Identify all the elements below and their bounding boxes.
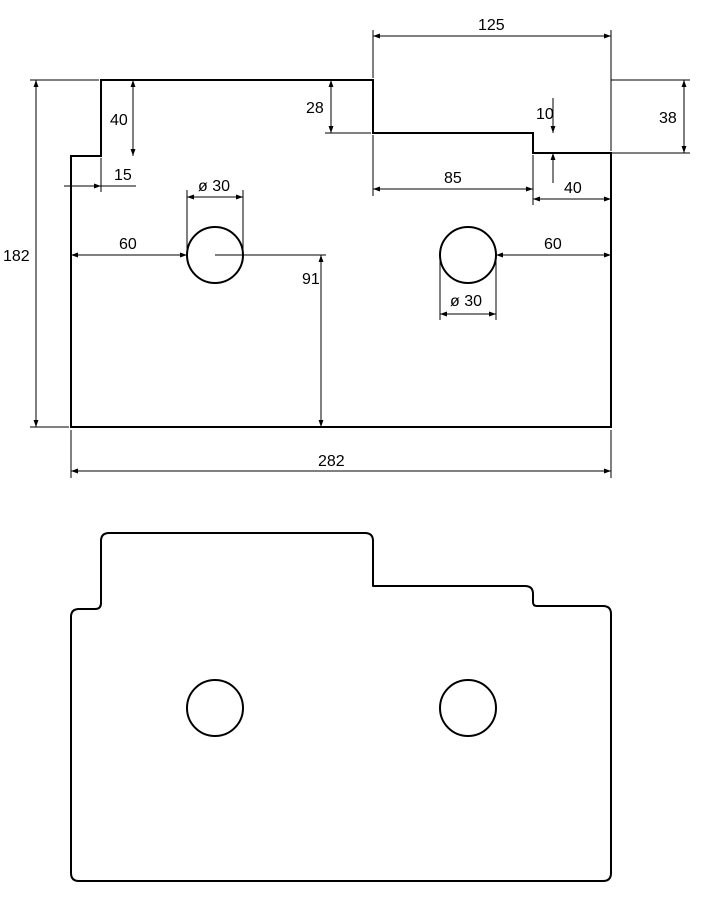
label-right-hole-diameter: ø 30 xyxy=(450,293,482,310)
label-left-hole-offset: 60 xyxy=(119,236,137,253)
label-left-hole-diameter: ø 30 xyxy=(198,178,230,195)
left-hole-outline xyxy=(186,679,244,737)
label-right-hole-offset: 60 xyxy=(544,236,562,253)
label-overall-width: 282 xyxy=(318,453,345,470)
label-right-step-height: 38 xyxy=(659,110,677,127)
label-small-step-height: 10 xyxy=(536,106,554,123)
part-outline-rounded xyxy=(70,532,612,882)
outline-view xyxy=(70,532,612,882)
label-middle-step-height: 28 xyxy=(306,100,324,117)
dimensioned-view: 182 282 125 38 40 15 28 10 85 40 ø 30 ø … xyxy=(3,17,690,478)
label-overall-height: 182 xyxy=(3,248,30,265)
right-hole-outline xyxy=(439,679,497,737)
label-top-step-width: 125 xyxy=(478,17,505,34)
label-right-step-width: 40 xyxy=(564,180,582,197)
label-middle-step-width: 85 xyxy=(444,170,462,187)
right-hole xyxy=(439,226,497,284)
label-left-step-offset: 15 xyxy=(114,167,132,184)
label-left-step-height: 40 xyxy=(110,112,128,129)
label-hole-center-height: 91 xyxy=(302,271,320,288)
dimension-labels: 182 282 125 38 40 15 28 10 85 40 ø 30 ø … xyxy=(3,17,677,470)
part-outline xyxy=(70,79,612,428)
extension-lines xyxy=(30,30,690,478)
dimension-lines xyxy=(33,33,687,474)
